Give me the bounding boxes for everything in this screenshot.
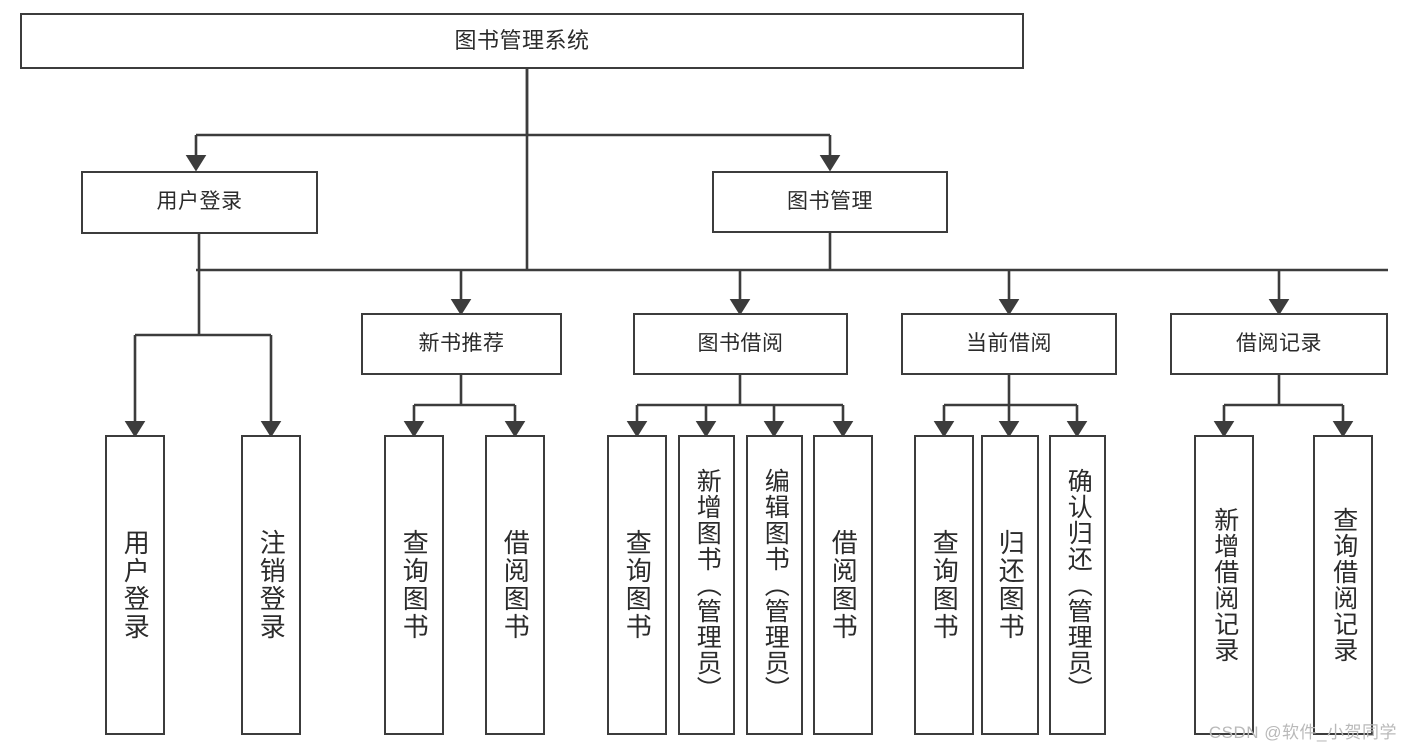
- leaf-query-book-borrow[interactable]: 查询图书: [607, 435, 667, 735]
- node-label: 确认归还（管理员）: [1064, 468, 1093, 702]
- node-user-login[interactable]: 用户登录: [81, 171, 318, 234]
- node-label: 查询图书: [929, 529, 960, 641]
- leaf-query-book-current[interactable]: 查询图书: [914, 435, 974, 735]
- node-borrow-record[interactable]: 借阅记录: [1170, 313, 1388, 375]
- node-book-borrow[interactable]: 图书借阅: [633, 313, 848, 375]
- leaf-borrow-book-recommendation[interactable]: 借阅图书: [485, 435, 545, 735]
- node-label: 注销登录: [256, 529, 287, 641]
- leaf-logout[interactable]: 注销登录: [241, 435, 301, 735]
- node-label: 新增借阅记录: [1210, 507, 1239, 663]
- leaf-borrow-book-borrow[interactable]: 借阅图书: [813, 435, 873, 735]
- leaf-user-login[interactable]: 用户登录: [105, 435, 165, 735]
- watermark-text: CSDN @软件_小贺同学: [1208, 723, 1397, 742]
- node-book-management[interactable]: 图书管理: [712, 171, 948, 233]
- leaf-return-book[interactable]: 归还图书: [981, 435, 1039, 735]
- node-label: 图书管理: [787, 189, 873, 213]
- leaf-add-book-admin[interactable]: 新增图书（管理员）: [678, 435, 735, 735]
- node-label: 编辑图书（管理员）: [761, 468, 790, 702]
- leaf-query-borrow-record[interactable]: 查询借阅记录: [1313, 435, 1373, 735]
- node-label: 借阅记录: [1236, 331, 1322, 355]
- node-label: 归还图书: [995, 529, 1026, 641]
- node-root-system[interactable]: 图书管理系统: [20, 13, 1024, 69]
- node-label: 图书管理系统: [454, 28, 590, 54]
- leaf-confirm-return-admin[interactable]: 确认归还（管理员）: [1049, 435, 1106, 735]
- node-label: 新书推荐: [418, 331, 505, 355]
- node-label: 当前借阅: [966, 331, 1052, 355]
- node-label: 查询借阅记录: [1329, 507, 1358, 663]
- node-label: 用户登录: [120, 529, 151, 641]
- node-new-book-recommendation[interactable]: 新书推荐: [361, 313, 562, 375]
- node-label: 用户登录: [156, 190, 243, 214]
- node-label: 借阅图书: [500, 529, 531, 641]
- node-label: 新增图书（管理员）: [693, 468, 722, 702]
- node-label: 图书借阅: [697, 331, 784, 355]
- node-label: 查询图书: [399, 529, 430, 641]
- node-label: 借阅图书: [828, 529, 859, 641]
- node-label: 查询图书: [622, 529, 653, 641]
- leaf-edit-book-admin[interactable]: 编辑图书（管理员）: [746, 435, 803, 735]
- leaf-query-book-recommendation[interactable]: 查询图书: [384, 435, 444, 735]
- leaf-add-borrow-record[interactable]: 新增借阅记录: [1194, 435, 1254, 735]
- node-current-borrow[interactable]: 当前借阅: [901, 313, 1117, 375]
